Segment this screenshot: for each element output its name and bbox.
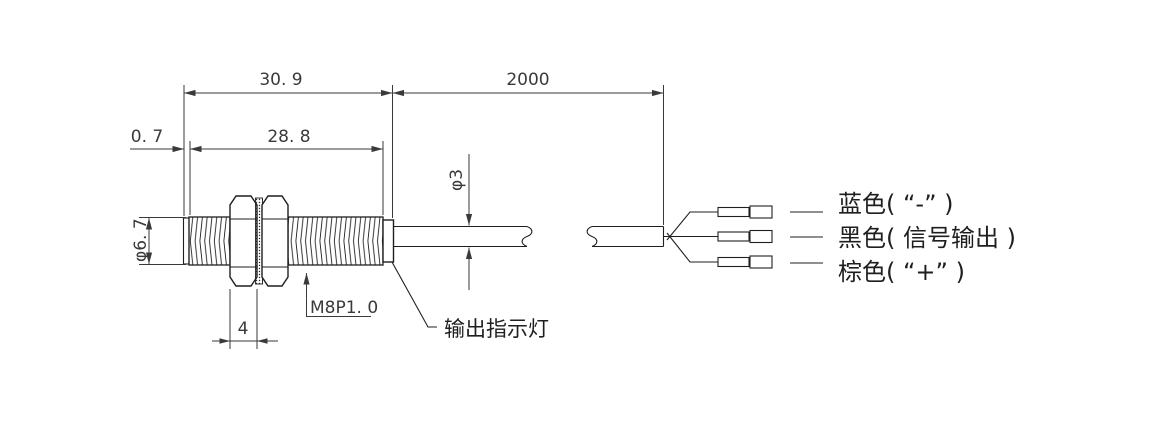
thread-section-left — [188, 216, 231, 266]
indicator-end-cap — [382, 219, 395, 263]
wire-label-black: 黑色( 信号输出 ) — [838, 224, 1016, 252]
cable-break-symbol-left — [521, 225, 533, 248]
dimension-tip-width: 0. 7 — [130, 127, 184, 153]
dimension-cable-diameter: φ3 — [447, 154, 473, 290]
dimension-text-body-diameter: φ6. 7 — [131, 218, 151, 262]
wire-label-brown: 棕色( “+” ) — [838, 258, 965, 286]
dimension-text-tip-width: 0. 7 — [131, 127, 163, 147]
dimension-text-nut-width: 4 — [238, 319, 249, 339]
hex-nut-2 — [261, 195, 289, 287]
cable-break-symbol-right — [586, 225, 598, 248]
sensor-body — [182, 195, 773, 287]
sensing-face-cap — [182, 217, 190, 265]
dimension-text-thread-length: 28. 8 — [267, 127, 310, 147]
dimension-nut-width: 4 — [212, 319, 278, 344]
wire-terminal-brown — [717, 255, 773, 269]
wire-fanout — [663, 211, 718, 263]
dimension-body-total-length: 30. 9 — [184, 70, 393, 97]
cable-segment-1 — [393, 225, 533, 248]
cable-segment-2 — [586, 225, 665, 248]
extension-lines — [139, 85, 664, 349]
wire-terminal-black — [717, 229, 773, 244]
indicator-led-callout: 输出指示灯 — [391, 261, 549, 341]
dimension-text-cable-length: 2000 — [506, 70, 549, 90]
indicator-led-label: 输出指示灯 — [444, 317, 549, 341]
wire-terminal-blue — [717, 205, 773, 219]
dimension-thread-length: 28. 8 — [190, 127, 383, 153]
hex-nut-1 — [229, 195, 258, 287]
thread-spec-text: M8P1. 0 — [310, 298, 378, 318]
thread-spec-callout: M8P1. 0 — [303, 273, 378, 318]
dimension-text-body-total: 30. 9 — [259, 70, 302, 90]
dimension-text-cable-diameter: φ3 — [447, 169, 467, 191]
wire-label-blue: 蓝色( “-” ) — [838, 190, 954, 218]
wire-legend: 蓝色( “-” ) 黑色( 信号输出 ) 棕色( “+” ) — [790, 190, 1016, 286]
dimension-cable-length: 2000 — [392, 70, 664, 97]
thread-section-right — [287, 216, 384, 266]
dimension-body-diameter: φ6. 7 — [131, 218, 153, 264]
